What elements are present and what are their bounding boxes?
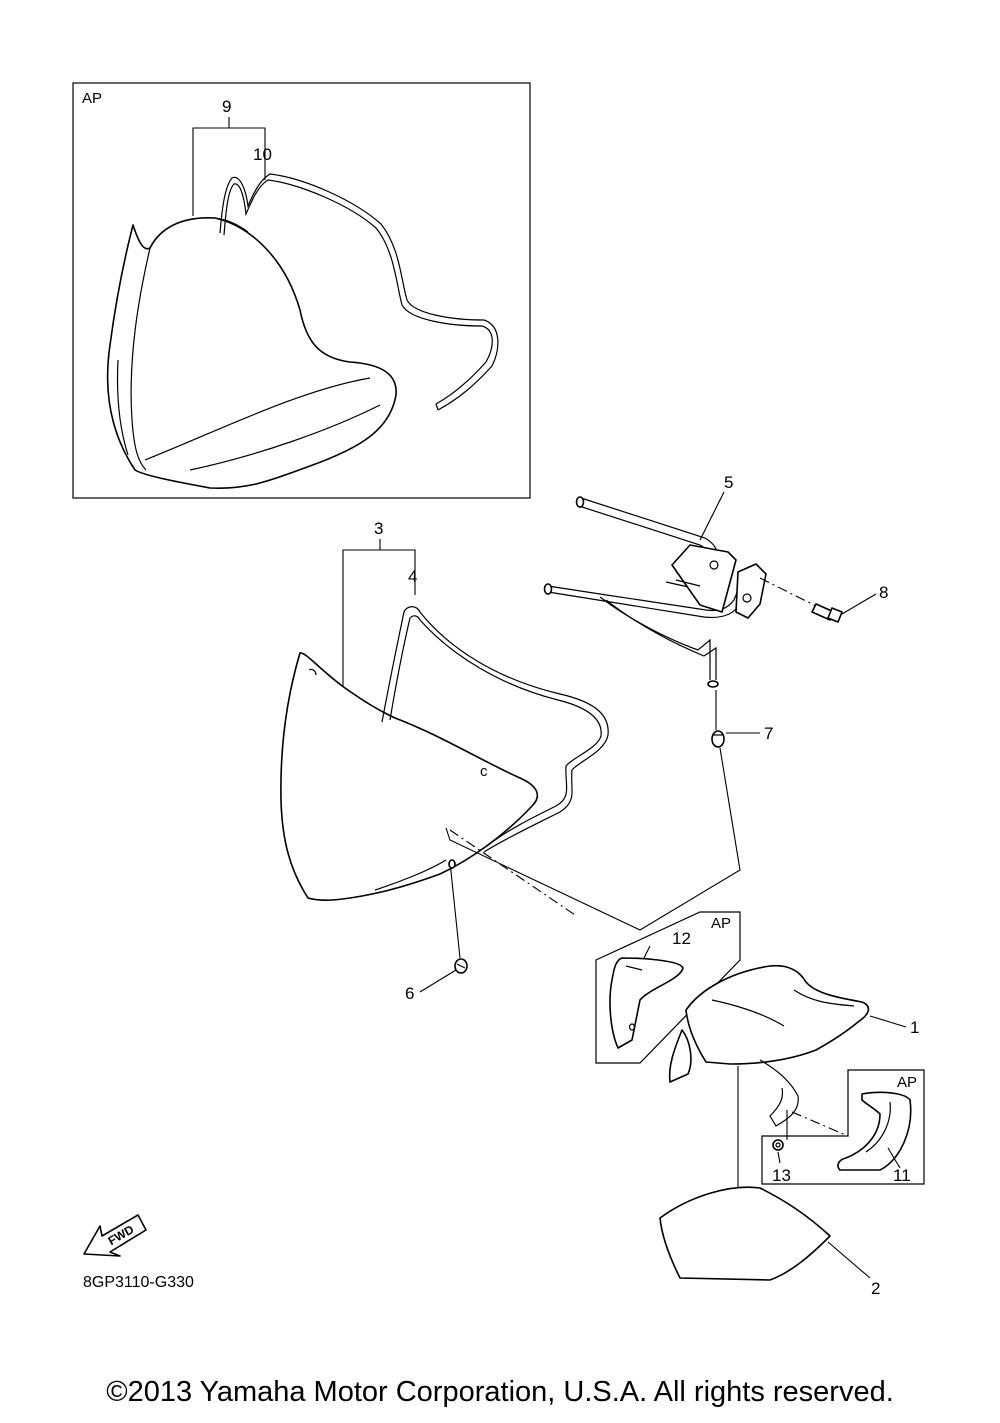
screw-6 <box>454 958 468 974</box>
part-number-3: 3 <box>374 519 383 538</box>
copyright-notice: ©2013 Yamaha Motor Corporation, U.S.A. A… <box>106 1376 894 1408</box>
part-number-13: 13 <box>772 1166 791 1185</box>
svg-text:c: c <box>480 763 488 780</box>
windshield-seal-mid <box>381 606 609 853</box>
part-number-8: 8 <box>879 583 888 602</box>
bracket-3 <box>342 549 416 690</box>
ap-box-part-11 <box>761 1069 925 1185</box>
windshield-mid: c <box>280 652 539 901</box>
windshield-seal-top <box>219 173 499 411</box>
windshield-top <box>106 217 397 490</box>
front-cowling-1 <box>668 964 870 1127</box>
ap-label-12: AP <box>711 915 731 932</box>
bracket-9 <box>192 127 266 216</box>
fwd-arrow-icon: FWD <box>83 1214 147 1257</box>
part-number-7: 7 <box>764 724 773 743</box>
side-cover-12 <box>609 957 684 1049</box>
panel-2 <box>659 1186 831 1281</box>
ap-label-11: AP <box>897 1074 917 1091</box>
bolt-8 <box>811 603 843 623</box>
part-number-10: 10 <box>253 145 272 164</box>
part-number-1: 1 <box>910 1018 919 1037</box>
part-number-9: 9 <box>222 97 231 116</box>
part-number-5: 5 <box>724 473 733 492</box>
ap-box-part-12 <box>595 911 741 1064</box>
part-number-2: 2 <box>871 1279 880 1298</box>
part-number-6: 6 <box>405 984 414 1003</box>
part-number-4: 4 <box>408 567 417 586</box>
diagram-code: 8GP3110-G330 <box>83 1274 194 1291</box>
part-number-12: 12 <box>672 929 691 948</box>
part-number-11: 11 <box>893 1166 911 1185</box>
side-cover-11 <box>837 1091 912 1171</box>
ap-label-top: AP <box>82 90 102 107</box>
bracket-stay <box>543 496 767 688</box>
ap-box-windshield <box>72 82 531 499</box>
grommet-7 <box>711 730 725 748</box>
washer-13 <box>772 1139 784 1151</box>
